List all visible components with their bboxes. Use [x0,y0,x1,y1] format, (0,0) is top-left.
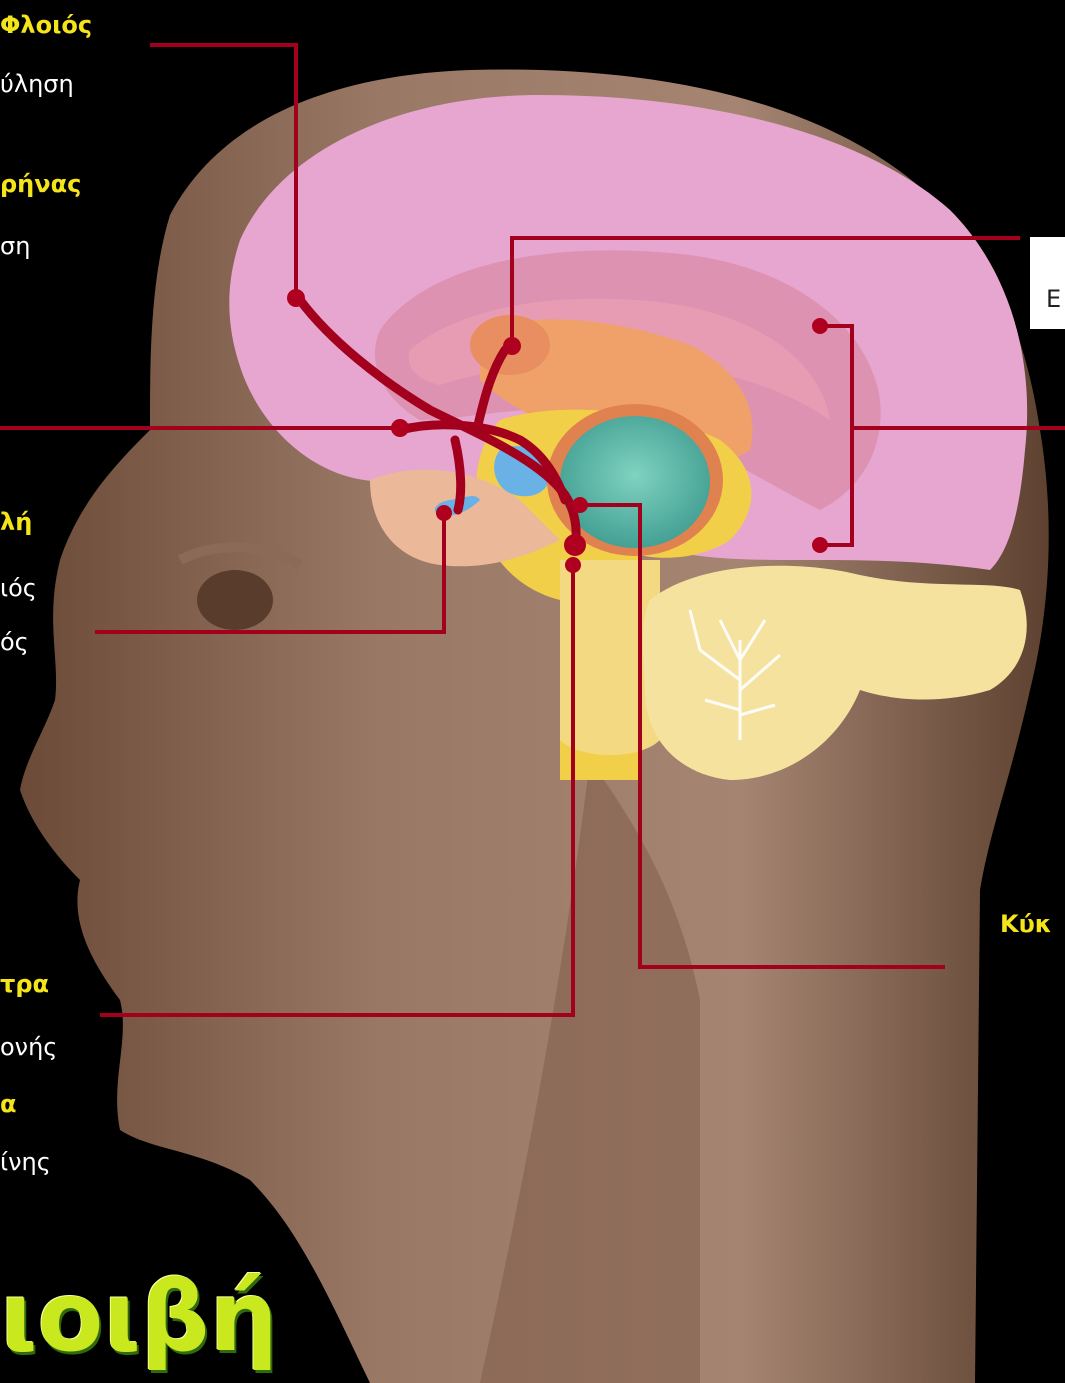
node-vta2 [565,557,581,573]
label-nucleus-title: ρήνας [0,170,81,198]
label-hypo-title: λή [0,508,32,536]
node-cortex [287,289,305,307]
node-sn [572,497,588,513]
tract-down [455,440,461,510]
label-vta-title: τρα [0,970,49,998]
white-label-panel [1030,237,1065,329]
thalamus [560,416,710,548]
label-hypo-line1: ιός [0,574,37,602]
label-cortex-desc: ύληση [0,70,74,98]
node-nucleus [503,337,521,355]
label-cortex-title: Φλοιός [0,11,92,39]
node-right-top [812,318,828,334]
label-right-partial: Ε [1046,285,1061,313]
label-nucleus-desc: ση [0,232,30,260]
node-vta [564,534,586,556]
node-right-bottom [812,537,828,553]
node-striatum [391,419,409,437]
node-hypo [436,505,452,521]
label-vta-desc: ονής [0,1033,57,1061]
label-hypo-line2: ός [0,628,29,656]
label-sn-desc: ίνης [0,1148,51,1176]
label-right-bottom: Κύκ [1000,910,1052,938]
label-sn-title: α [0,1090,17,1118]
big-title: ιοιβή [0,1262,278,1372]
eye [197,570,273,630]
